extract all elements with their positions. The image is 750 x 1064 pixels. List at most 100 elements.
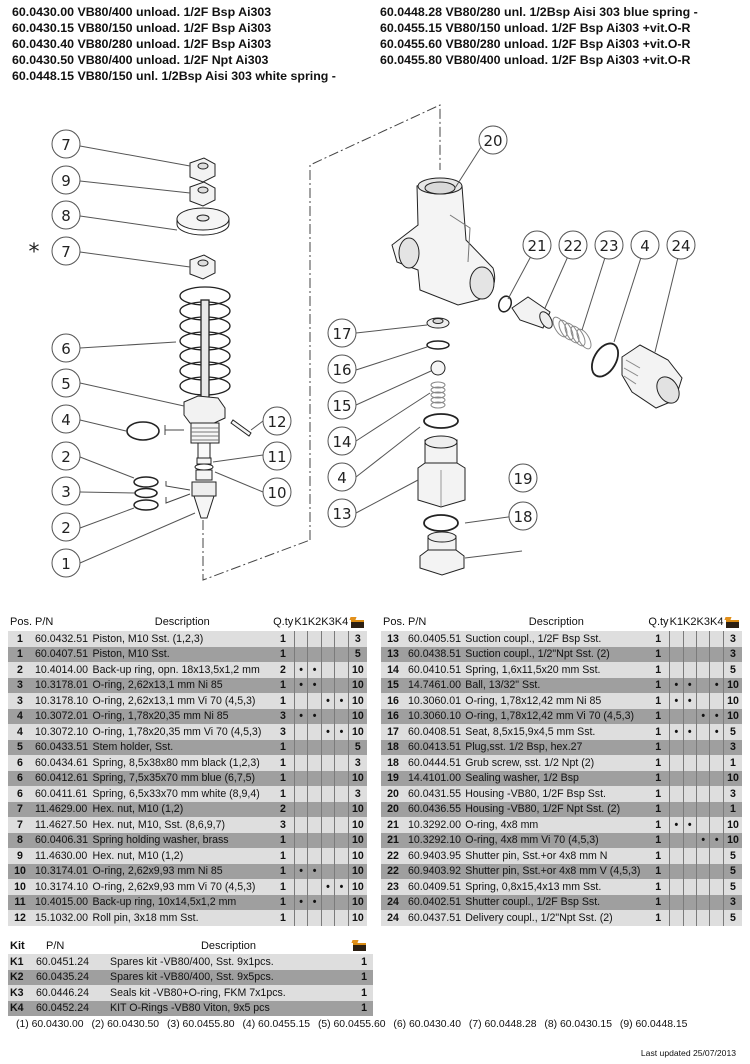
part-pos: 6: [8, 755, 33, 771]
svg-text:8: 8: [61, 207, 71, 225]
part-description: Spring, 8,5x38x80 mm black (1,2,3): [92, 755, 272, 771]
pack-qty: 10: [347, 724, 367, 740]
col-description: Description: [200, 939, 257, 952]
kit-k2-mark: [682, 832, 697, 848]
svg-text:9: 9: [61, 172, 71, 190]
kit-id: K3: [8, 985, 34, 1001]
kit-k2-mark: [307, 739, 322, 755]
col-pack: [347, 937, 373, 954]
part-description: Piston, M10 Sst. (1,2,3): [92, 631, 272, 647]
part-description: Suction coupl., 1/2F Bsp Sst.: [465, 631, 648, 647]
hex-nut-part: [189, 254, 216, 280]
part-pos: 19: [381, 770, 406, 786]
kit-k2-mark: [682, 755, 697, 771]
part-description: Back-up ring, opn. 18x13,5x1,2 mm: [92, 662, 272, 678]
col-kit: Kit: [10, 939, 25, 952]
delivery-coupling-part: [621, 344, 683, 409]
part-pos: 7: [8, 801, 33, 817]
kit-k1-mark: [293, 739, 308, 755]
kit-k3-mark: [695, 817, 710, 833]
part-qty: 1: [272, 879, 295, 895]
kit-k2-mark: [682, 801, 697, 817]
part-number: 15.1032.00: [32, 910, 93, 926]
svg-text:4: 4: [61, 411, 71, 429]
callout-bubble: 7: [51, 236, 81, 266]
spring-washer-part: [176, 207, 230, 236]
kit-k1-mark: [293, 786, 308, 802]
svg-text:2: 2: [61, 519, 71, 537]
pack-qty: 3: [347, 786, 367, 802]
svg-text:5: 5: [61, 375, 71, 393]
part-qty: 1: [272, 848, 295, 864]
col-k3: K3: [696, 616, 710, 628]
kit-k2-mark: •: [682, 693, 697, 709]
pack-qty: 5: [722, 848, 742, 864]
part-qty: 1: [272, 770, 295, 786]
col-pn: P/N: [408, 616, 427, 628]
svg-text:7: 7: [61, 136, 71, 154]
kit-part-number: 60.0452.24: [34, 1000, 110, 1016]
kit-k2-mark: •: [307, 708, 322, 724]
kit-k3-mark: •: [320, 879, 335, 895]
callout-bubble: 24: [666, 230, 696, 260]
kit-k1-mark: [669, 832, 684, 848]
kit-k4-mark: [334, 817, 349, 833]
part-description: O-ring, 1,78x12,42 mm Vi 70 (4,5,3): [465, 708, 648, 724]
callout-bubble: 17: [327, 318, 357, 348]
model-item: 60.0448.28 VB80/280 unl. 1/2Bsp Aisi 303…: [380, 5, 698, 19]
kit-k2-mark: [682, 863, 697, 879]
kit-k3-mark: [320, 786, 335, 802]
kit-k3-mark: •: [695, 832, 710, 848]
part-description: O-ring, 4x8 mm Vi 70 (4,5,3): [465, 832, 648, 848]
model-item: 60.0430.00 VB80/400 unload. 1/2F Bsp Ai3…: [12, 5, 272, 19]
callout-bubble: 22: [558, 230, 588, 260]
part-number: 60.0444.51: [405, 755, 466, 771]
svg-text:24: 24: [671, 237, 690, 255]
kit-k2-mark: •: [307, 662, 322, 678]
kit-k1-mark: [293, 631, 308, 647]
col-k1: K1: [669, 616, 684, 628]
pack-qty: 5: [347, 646, 367, 662]
callout-bubble: 4: [630, 230, 660, 260]
part-number: 60.0411.61: [32, 786, 93, 802]
part-description: Sealing washer, 1/2 Bsp: [465, 770, 648, 786]
part-pos: 1: [8, 646, 33, 662]
kit-k1-mark: [669, 739, 684, 755]
kit-description: Spares kit -VB80/400, Sst. 9x1pcs.: [110, 954, 347, 970]
pack-qty: 10: [722, 708, 742, 724]
svg-text:20: 20: [483, 132, 502, 150]
part-qty: 1: [647, 739, 670, 755]
kit-k3-mark: [320, 646, 335, 662]
pack-qty: 5: [347, 739, 367, 755]
pack-qty: 5: [722, 724, 742, 740]
part-description: Shutter coupl., 1/2F Bsp Sst.: [465, 894, 648, 910]
col-pack: [723, 613, 742, 631]
pack-qty: 10: [722, 677, 742, 693]
kit-k3-mark: [695, 755, 710, 771]
kit-k4-mark: •: [334, 724, 349, 740]
col-description: Description: [528, 616, 584, 628]
kit-k3-mark: [695, 786, 710, 802]
col-k2: K2: [683, 616, 697, 628]
kit-k3-mark: [320, 755, 335, 771]
kit-k3-mark: [320, 863, 335, 879]
kit-k1-mark: [293, 910, 308, 926]
kit-k4-mark: [334, 910, 349, 926]
col-pack: [348, 613, 367, 631]
suction-coupling-part: [417, 435, 466, 508]
pack-qty: 10: [722, 832, 742, 848]
part-number: 10.3072.10: [32, 724, 93, 740]
svg-text:4: 4: [640, 237, 650, 255]
table-header-row: Pos. P/N Description Q.ty K1 K2 K3 K4: [8, 613, 367, 631]
kit-k1-mark: [669, 894, 684, 910]
part-description: Hex. nut, M10, Sst. (8,6,9,7): [92, 817, 272, 833]
kit-k2-mark: [682, 662, 697, 678]
